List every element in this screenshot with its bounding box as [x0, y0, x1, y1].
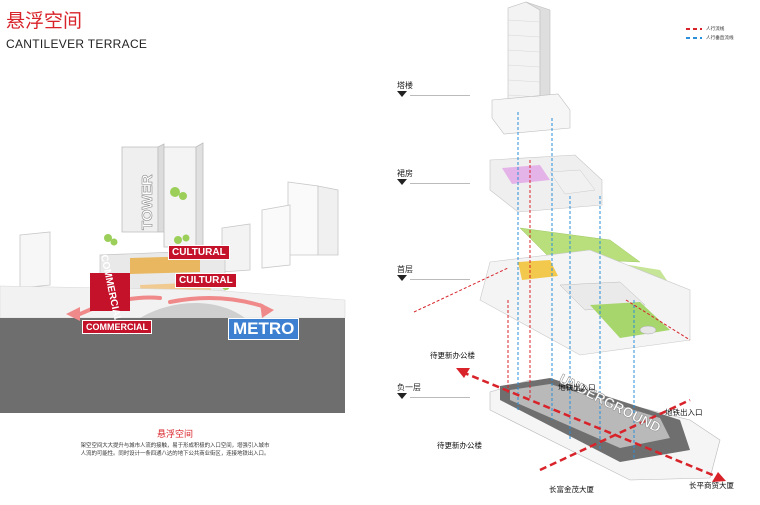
callout-metro-exit-2: 地铁出入口 [665, 408, 703, 417]
tower-sign: TOWER [137, 160, 159, 230]
arrow-head-left [66, 307, 80, 321]
metro-sign: METRO [228, 318, 300, 340]
caption-line-2: 人流的可能性。同时设计一条四通八达的地下公共商业街区，连接地铁出入口。 [80, 451, 270, 457]
cultural-sign-2: CULTURAL [175, 273, 237, 288]
tower-volume [491, 1, 571, 135]
level-label-basement: 负一层 [397, 383, 421, 392]
legend-label-vertical: 人行垂直流线 [706, 36, 734, 41]
level-line-ground [410, 279, 470, 280]
level-label-podium: 裙房 [397, 169, 413, 178]
red-flow-lines [413, 160, 691, 400]
level-label-ground: 首层 [397, 265, 413, 274]
legend-markers [686, 28, 702, 39]
podium-volume [489, 154, 603, 213]
vertical-flow-lines [517, 112, 635, 458]
red-arrow-head-a [456, 368, 470, 378]
cultural-sign-1: CULTURAL [168, 245, 230, 260]
background-buildings [19, 181, 339, 289]
level-label-tower: 塔楼 [397, 81, 413, 90]
page-title-en: CANTILEVER TERRACE [6, 37, 148, 51]
level-arrow-basement [397, 393, 407, 399]
section-illustration [0, 142, 346, 413]
sunken-path [140, 302, 245, 318]
callout-to-renew-office-1: 待更新办公楼 [430, 351, 475, 360]
callout-metro-exit-1: 地铁出入口 [558, 383, 596, 392]
caption-title: 悬浮空间 [156, 430, 193, 440]
commercial-sign-lower: COMMERCIAL [82, 320, 152, 334]
level-line-podium [410, 183, 470, 184]
caption-line-1: 架空空间大大提升与城市人流的接触，易于形成积极的入口空间，增强引入城市 [80, 443, 270, 449]
level-line-basement [410, 397, 470, 398]
level-arrow-tower [397, 91, 407, 97]
callout-to-renew-office-2: 待更新办公楼 [437, 441, 482, 450]
page-title-cn: 悬浮空间 [6, 10, 83, 32]
main-red-flows [461, 370, 721, 480]
level-line-tower [410, 95, 470, 96]
callout-changping: 长平商贸大厦 [689, 481, 734, 490]
callout-changfu: 长富金茂大厦 [549, 485, 594, 494]
legend-label-walk: 人行流线 [706, 27, 725, 32]
ground-floor [479, 249, 691, 356]
arrow-head-right [260, 303, 274, 318]
tower-floor-lines [507, 19, 541, 98]
tower-sign-text: TOWER [139, 174, 157, 230]
level-arrow-ground [397, 275, 407, 281]
red-arrow-head-b [712, 472, 726, 482]
axonometric-diagram: UNDERGROUND [413, 1, 726, 482]
level-arrow-podium [397, 179, 407, 185]
commercial-sign-upper: COMMERCIAL [90, 254, 130, 323]
tower-blocks [121, 142, 204, 248]
